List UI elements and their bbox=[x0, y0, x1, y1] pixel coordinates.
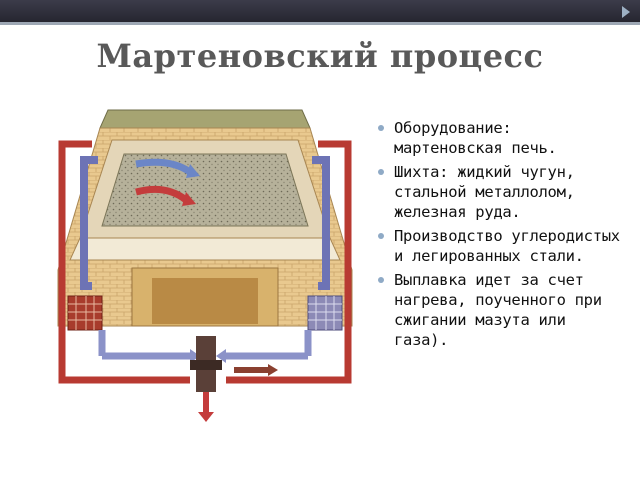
corner-arrow-icon bbox=[622, 6, 630, 18]
bullet-dot-icon bbox=[378, 233, 384, 239]
bullet-production: Производство углеродистых и легированных… bbox=[376, 226, 626, 266]
bullet-equipment: Оборудование: мартеновская печь. bbox=[376, 118, 626, 158]
blue-gas-channel-left bbox=[80, 156, 98, 290]
red-flow-arrow bbox=[135, 185, 189, 203]
red-pipe-left bbox=[58, 140, 190, 384]
blue-flow-arrow bbox=[135, 158, 193, 175]
bullet-list: Оборудование: мартеновская печь. Шихта: … bbox=[376, 118, 626, 354]
slide-title: Мартеновский процесс bbox=[96, 37, 544, 75]
bullet-dot-icon bbox=[378, 125, 384, 131]
hearth-base bbox=[69, 237, 341, 261]
charge-bath bbox=[101, 153, 309, 227]
bullet-dot-icon bbox=[378, 277, 384, 283]
open-hearth-furnace-diagram bbox=[57, 109, 353, 422]
bullet-smelting: Выплавка идет за счет нагрева, поученног… bbox=[376, 270, 626, 350]
title-bar-accent bbox=[0, 22, 640, 25]
furnace-roof bbox=[99, 109, 311, 129]
bullet-dot-icon bbox=[378, 169, 384, 175]
bullet-charge: Шихта: жидкий чугун, стальной металлолом… bbox=[376, 162, 626, 222]
regenerator-left bbox=[67, 295, 103, 331]
blue-gas-channel-right bbox=[312, 156, 330, 290]
title-bar bbox=[0, 0, 640, 22]
red-pipe-right bbox=[226, 140, 352, 384]
regenerator-right bbox=[307, 295, 343, 331]
